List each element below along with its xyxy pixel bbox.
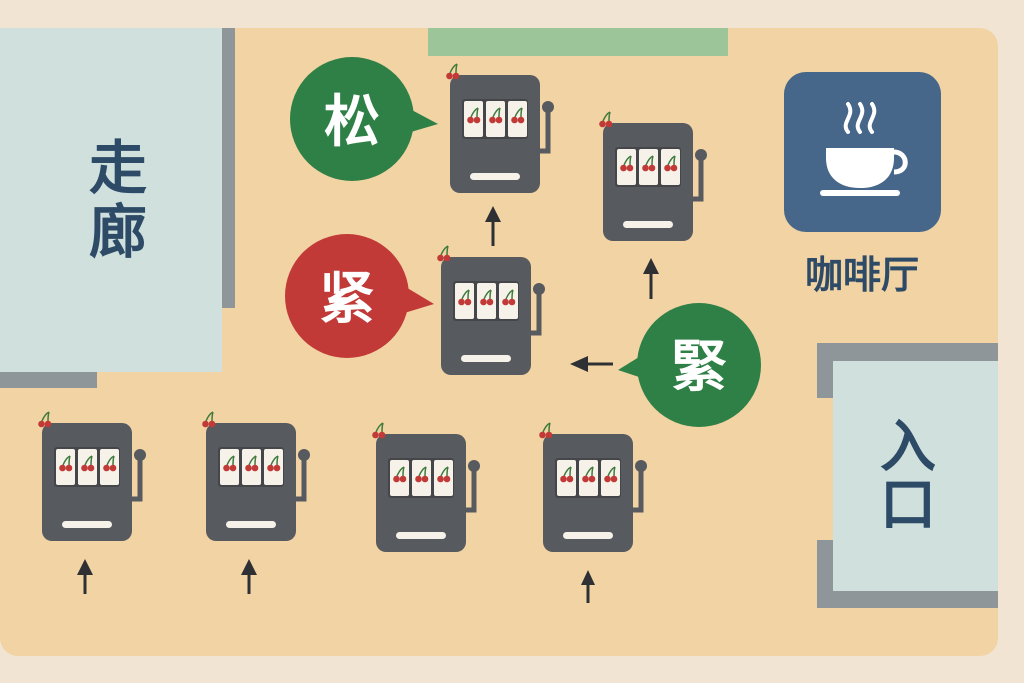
cafe-zone: 咖啡厅 — [784, 72, 941, 297]
corridor-label-1: 走 — [89, 134, 147, 202]
corridor-zone: 走 廊 — [0, 28, 235, 388]
cafe-label: 咖啡厅 — [805, 253, 919, 297]
bubble-song-text: 松 — [324, 90, 380, 155]
corridor-wall — [222, 28, 235, 308]
slot-machine-7[interactable] — [539, 423, 647, 552]
entrance-label-1: 入 — [880, 415, 936, 480]
arrow-icon — [581, 570, 595, 603]
bubble-jin-red-text: 紧 — [319, 267, 375, 332]
slot-machine-2[interactable] — [599, 112, 707, 241]
arrow-icon — [77, 559, 93, 594]
arrow-icon — [485, 206, 501, 246]
slot-machine-6[interactable] — [372, 423, 480, 552]
slot-machine-1[interactable] — [446, 64, 554, 193]
arrow-icon — [241, 559, 257, 594]
corridor-label-2: 廊 — [89, 198, 147, 266]
arrow-icon — [570, 356, 613, 372]
slot-machine-3[interactable] — [437, 246, 545, 375]
bubble-jin-red: 紧 — [285, 234, 434, 358]
corridor-wall-bottom — [0, 372, 97, 388]
entrance-label-2: 口 — [880, 473, 936, 538]
arrow-icon — [643, 258, 659, 299]
bubble-jin-green: 緊 — [618, 303, 761, 427]
top-green-strip — [428, 28, 728, 56]
slot-machine-4[interactable] — [38, 412, 146, 541]
coffee-cup-icon-glyph — [843, 102, 877, 134]
entrance-zone: 入 口 — [817, 343, 998, 608]
slot-machine-5[interactable] — [202, 412, 310, 541]
bubble-song: 松 — [290, 57, 438, 181]
bubble-jin-green-text: 緊 — [671, 335, 727, 400]
